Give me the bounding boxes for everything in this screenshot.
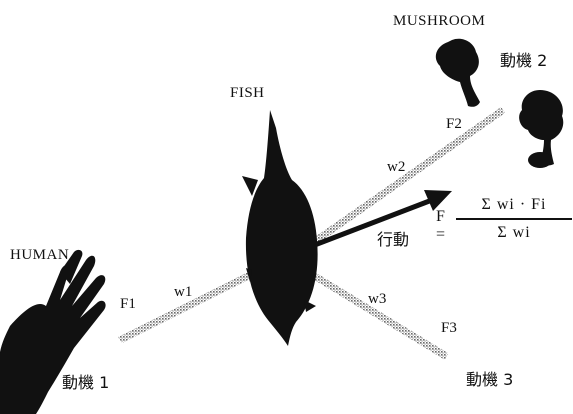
action-label: 行動: [377, 232, 409, 248]
weight-w1-label: w1: [174, 285, 192, 300]
formula-fraction: Σ wi · Fi Σ wi: [456, 196, 572, 242]
fish-icon: [242, 110, 318, 346]
mushroom-icon: [436, 39, 480, 107]
weight-w2-label: w2: [387, 160, 405, 175]
vector-f3: [298, 263, 448, 360]
human-label: HUMAN: [10, 248, 69, 263]
formula-numerator: Σ wi · Fi: [456, 196, 572, 217]
motive-3-label: 動機 3: [466, 372, 513, 388]
force-f1-label: F1: [120, 297, 136, 312]
force-f3-label: F3: [441, 321, 457, 336]
formula-denominator: Σ wi: [456, 224, 572, 242]
fraction-bar: [456, 218, 572, 220]
motive-2-label: 動機 2: [500, 53, 547, 69]
weight-w3-label: w3: [368, 292, 386, 307]
motive-1-label: 動機 1: [62, 375, 109, 391]
force-f2-label: F2: [446, 117, 462, 132]
mushroom-icon: [519, 90, 563, 168]
mushroom-label: MUSHROOM: [393, 14, 485, 29]
fish-label: FISH: [230, 86, 265, 101]
formula-lhs: F =: [436, 208, 445, 244]
action-arrow-shaft: [312, 200, 432, 246]
